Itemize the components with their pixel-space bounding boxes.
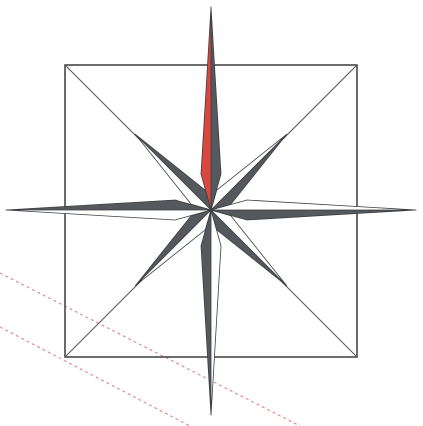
north-point-dark (211, 7, 221, 210)
northeast-point-light (211, 134, 287, 210)
southwest-point-light (135, 210, 211, 286)
center-hub (209, 208, 213, 212)
east-point-dark (211, 210, 416, 220)
guide-line-lower (0, 327, 190, 426)
north-point-accent (201, 7, 211, 210)
west-point-dark (6, 200, 211, 210)
northwest-point-light (135, 134, 211, 210)
east-point-light (211, 200, 416, 210)
southeast-point-light (211, 210, 287, 286)
west-point-light (6, 210, 211, 220)
south-point-dark (201, 210, 211, 415)
guide-line-upper (0, 273, 300, 426)
south-point-light (211, 210, 221, 415)
guide-lines (0, 273, 300, 426)
